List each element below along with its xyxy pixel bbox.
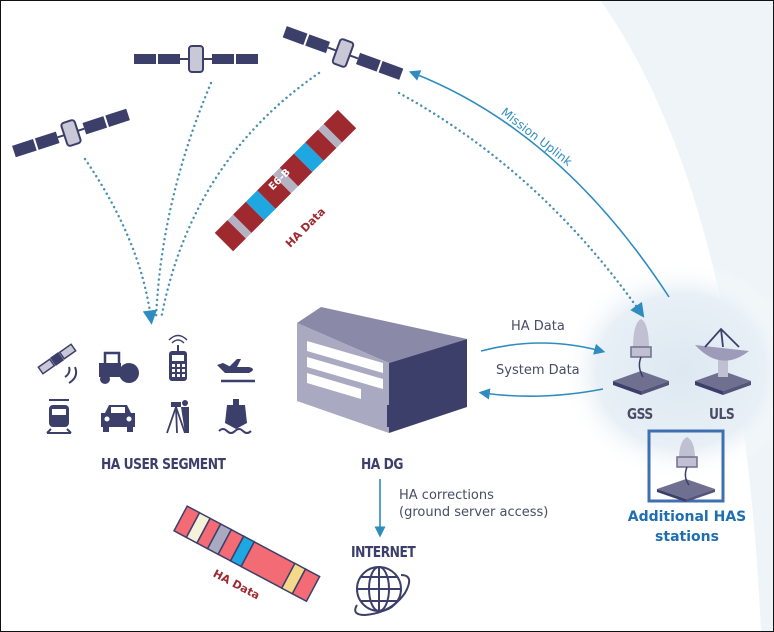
ha-data-link-label: HA Data bbox=[511, 319, 565, 334]
downlink-dotted-1 bbox=[83, 157, 158, 325]
airplane-landing-icon bbox=[217, 359, 255, 383]
gss-label: GSS bbox=[627, 405, 653, 423]
ship-icon bbox=[218, 399, 252, 434]
additional-has-line2: stations bbox=[655, 529, 719, 545]
uls-dish-icon bbox=[695, 327, 751, 395]
additional-has-line1: Additional HAS bbox=[627, 509, 747, 525]
ha-dg-label: HA DG bbox=[361, 455, 403, 473]
system-data-arrow bbox=[478, 388, 604, 400]
ground-station-halo bbox=[561, 261, 773, 481]
ha-corrections-label: HA corrections (ground server access) bbox=[399, 487, 548, 521]
downlink-dotted-3 bbox=[159, 71, 321, 321]
uls-label: ULS bbox=[709, 405, 735, 423]
internet-globe-icon bbox=[354, 566, 411, 617]
background-region bbox=[601, 1, 773, 631]
surveyor-theodolite-icon bbox=[166, 400, 189, 434]
ha-corrections-line2: (ground server access) bbox=[399, 505, 549, 520]
mobile-phone-icon bbox=[168, 334, 188, 381]
satellite-receiver-icon bbox=[37, 343, 77, 375]
car-icon bbox=[101, 405, 135, 432]
mission-uplink-arrow bbox=[408, 70, 670, 298]
gss-antenna-icon bbox=[613, 319, 669, 395]
ha-data-arrow bbox=[480, 342, 606, 355]
downlink-dotted-2 bbox=[154, 81, 213, 321]
signal-packet-e6b bbox=[214, 109, 357, 252]
ha-corrections-line1: HA corrections bbox=[399, 488, 494, 503]
system-data-link-label: System Data bbox=[496, 363, 580, 378]
additional-antenna-icon bbox=[657, 437, 715, 502]
user-segment-label: HA USER SEGMENT bbox=[101, 455, 226, 473]
signal-packet-bottom bbox=[173, 505, 321, 603]
tractor-icon bbox=[99, 351, 139, 384]
internet-label: INTERNET bbox=[351, 543, 416, 561]
satellite-icon bbox=[12, 108, 130, 158]
additional-has-stations-label: Additional HAS stations bbox=[617, 507, 757, 547]
downlink-dotted-4 bbox=[397, 91, 645, 318]
data-generator-building-icon bbox=[297, 307, 467, 433]
train-icon bbox=[46, 399, 72, 434]
satellite-icon bbox=[134, 45, 258, 73]
user-segment-icons bbox=[37, 334, 255, 434]
satellite-icon bbox=[282, 26, 404, 80]
